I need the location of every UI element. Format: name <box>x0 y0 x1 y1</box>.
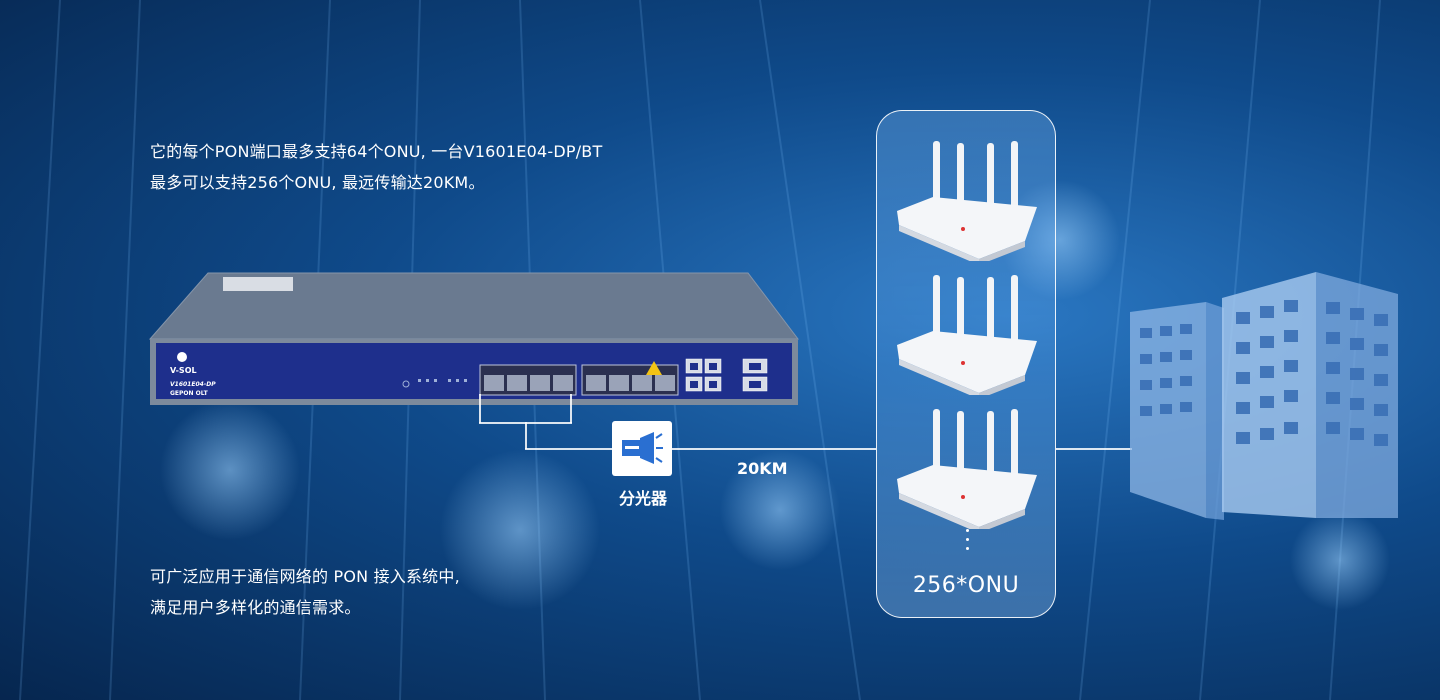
distance-label: 20KM <box>737 459 788 478</box>
splitter-icon-box <box>612 421 672 476</box>
device-brand: V-SOL <box>170 366 197 375</box>
router-icon <box>897 275 1037 395</box>
splitter-icon <box>622 431 663 464</box>
pon-bracket-right <box>570 394 572 423</box>
building-icon <box>1130 272 1398 520</box>
ellipsis-icon <box>963 529 971 556</box>
router-icon <box>897 409 1037 529</box>
pon-bracket-left <box>479 394 481 423</box>
router-icon <box>897 141 1037 261</box>
description-top: 它的每个PON端口最多支持64个ONU, 一台V1601E04-DP/BT 最多… <box>150 136 602 198</box>
description-top-line-2: 最多可以支持256个ONU, 最远传输达20KM。 <box>150 173 485 192</box>
olt-device: V-SOL V1601E04-DP GEPON OLT <box>148 272 800 405</box>
fiber-line <box>525 448 876 450</box>
description-bottom: 可广泛应用于通信网络的 PON 接入系统中, 满足用户多样化的通信需求。 <box>150 561 460 623</box>
device-model: V1601E04-DP <box>170 381 216 388</box>
laser-warning-icon <box>646 361 662 375</box>
onu-to-building-line <box>1056 448 1132 450</box>
description-bottom-line-2: 满足用户多样化的通信需求。 <box>150 598 361 617</box>
pon-drop-line <box>525 422 527 449</box>
onu-count-label: 256*ONU <box>912 573 1020 598</box>
vsol-logo-icon <box>177 352 187 362</box>
description-bottom-line-1: 可广泛应用于通信网络的 PON 接入系统中, <box>150 567 460 586</box>
device-type: GEPON OLT <box>170 390 209 397</box>
splitter-label: 分光器 <box>618 489 667 508</box>
onu-panel: 256*ONU <box>876 110 1056 618</box>
description-top-line-1: 它的每个PON端口最多支持64个ONU, 一台V1601E04-DP/BT <box>150 142 603 161</box>
